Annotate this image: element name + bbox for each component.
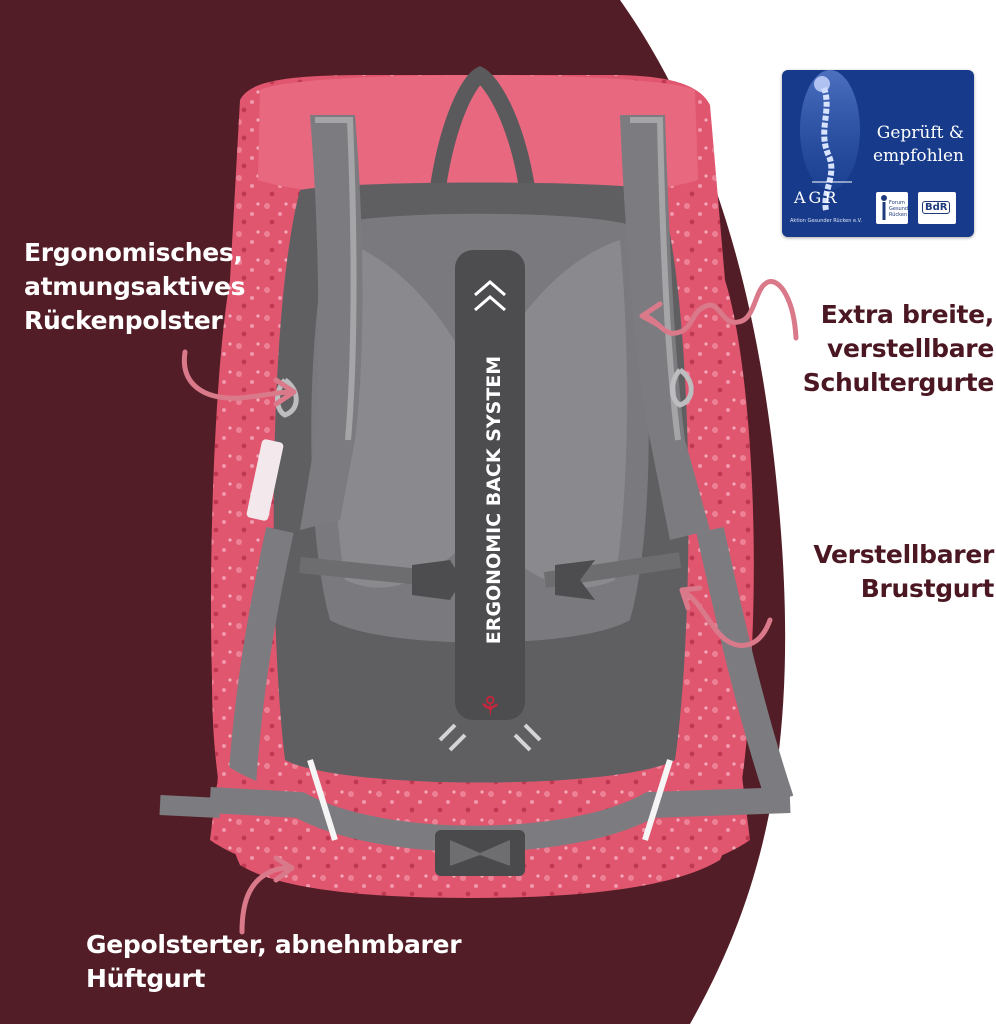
- label-line: atmungsaktives: [24, 272, 246, 301]
- label-line: Rückenpolster: [24, 306, 223, 335]
- label-line: Schultergurte: [802, 368, 995, 397]
- forum-logo-line: Forum: [889, 200, 905, 206]
- label-line: Ergonomisches,: [24, 238, 243, 267]
- label-line: Verstellbarer: [813, 540, 994, 569]
- label-back-padding: Ergonomisches, atmungsaktives Rückenpols…: [24, 236, 246, 338]
- bdr-logo: BdR: [918, 192, 956, 224]
- label-line: Extra breite,: [820, 300, 995, 329]
- back-system-print: ERGONOMIC BACK SYSTEM: [483, 356, 505, 644]
- agr-logo: AGR: [794, 188, 840, 207]
- spine-icon: [800, 70, 860, 211]
- label-line: verstellbare: [827, 334, 994, 363]
- forum-logo: Forum Gesunder Rücken: [876, 192, 913, 224]
- agr-certification-badge: Geprüft & empfohlen AGR Aktion Gesunder …: [782, 70, 974, 237]
- label-chest-strap: Verstellbarer Brustgurt: [813, 538, 994, 606]
- backpack-illustration: ERGONOMIC BACK SYSTEM ⚘: [159, 66, 794, 898]
- chest-arrow: [681, 589, 773, 648]
- agr-subtitle: Aktion Gesunder Rücken e.V.: [790, 218, 863, 224]
- badge-headline: Geprüft & empfohlen: [873, 122, 964, 168]
- label-shoulder-straps: Extra breite, verstellbare Schultergurte: [802, 298, 995, 400]
- badge-line: Geprüft &: [876, 123, 964, 143]
- label-line: Hüftgurt: [86, 964, 206, 993]
- back-padding-arrow: [181, 349, 295, 401]
- badge-line: empfohlen: [873, 146, 964, 166]
- svg-text:⚘: ⚘: [478, 692, 501, 722]
- label-hip-belt: Gepolsterter, abnehmbarer Hüftgurt: [86, 928, 462, 996]
- hip-belt-arrow: [239, 865, 295, 935]
- forum-logo-line: Gesunder: [889, 206, 914, 212]
- bdr-logo-text: BdR: [922, 201, 951, 214]
- person-icon: [881, 195, 887, 220]
- forum-logo-line: Rücken: [889, 212, 908, 218]
- shoulder-arrow: [641, 279, 799, 341]
- label-line: Brustgurt: [860, 574, 995, 603]
- label-line: Gepolsterter, abnehmbarer: [86, 930, 462, 959]
